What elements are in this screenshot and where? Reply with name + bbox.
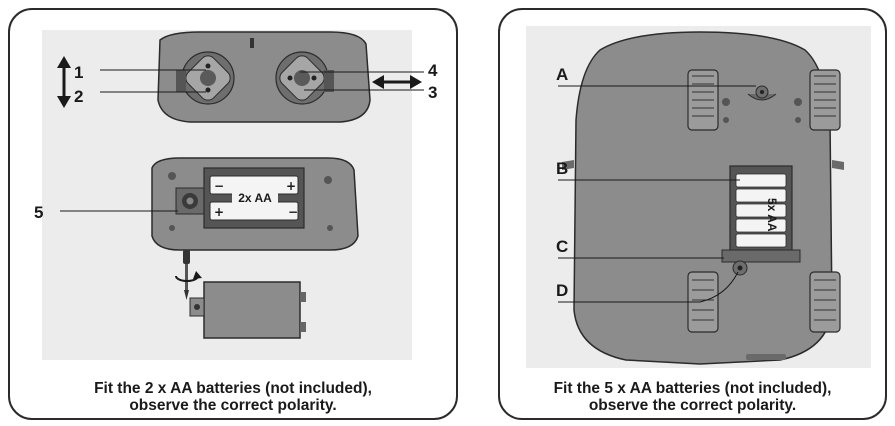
remote-top-view	[157, 31, 371, 123]
label-3: 3	[428, 83, 437, 102]
power-switch	[747, 85, 777, 101]
svg-text:+: +	[286, 179, 296, 193]
right-caption-line-2: observe the correct polarity.	[588, 397, 797, 414]
label-1: 1	[74, 63, 83, 82]
battery-cover	[189, 281, 306, 339]
svg-text:−: −	[288, 205, 298, 219]
battery-label-5x: 5x AA	[765, 198, 779, 232]
car-underside: 5x AA	[562, 31, 844, 365]
screwdriver-icon	[183, 250, 190, 300]
svg-text:−: −	[214, 179, 224, 193]
remote-bottom-view: − + + − 2x AA	[151, 157, 359, 251]
battery-cover-screw	[175, 187, 205, 215]
car-illustration: 5x AA A B C D	[526, 26, 871, 368]
right-caption: Fit the 5 x AA batteries (not included),…	[500, 380, 885, 414]
label-a: A	[556, 65, 568, 84]
left-caption-line-2: observe the correct polarity.	[129, 397, 337, 414]
left-caption-line-1: Fit the 2 x AA batteries (not included),	[94, 380, 372, 397]
rotate-arrow-icon	[175, 271, 202, 282]
label-4: 4	[428, 61, 438, 80]
left-caption: Fit the 2 x AA batteries (not included),…	[10, 380, 456, 414]
car-instructions-panel: 5x AA A B C D Fit the 5 x AA batteries (…	[498, 8, 887, 420]
up-down-arrow-icon	[57, 56, 71, 108]
right-caption-line-1: Fit the 5 x AA batteries (not included),	[553, 380, 832, 397]
right-joystick	[275, 51, 329, 105]
svg-text:+: +	[214, 205, 224, 219]
car-battery-pack: 5x AA	[735, 173, 787, 248]
left-joystick	[181, 51, 235, 105]
label-2: 2	[74, 87, 83, 106]
battery-aa-1: − +	[209, 175, 299, 195]
label-d: D	[556, 281, 568, 300]
remote-control-illustration: 1 2 4 3	[34, 30, 438, 360]
battery-label-2x: 2x AA	[238, 191, 272, 205]
label-c: C	[556, 237, 568, 256]
label-5: 5	[34, 203, 43, 222]
label-b: B	[556, 159, 568, 178]
remote-control-instructions-panel: 1 2 4 3	[8, 8, 458, 420]
left-right-arrow-icon	[372, 75, 422, 89]
